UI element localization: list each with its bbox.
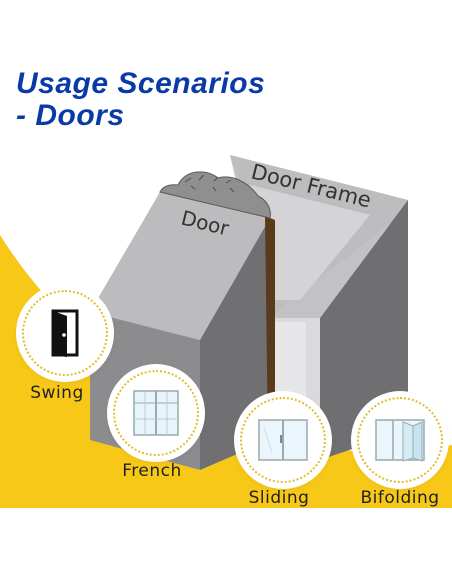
bifolding-label: Bifolding — [360, 488, 440, 508]
title-line-2: - Doors — [16, 99, 125, 132]
sliding-label: Sliding — [248, 488, 310, 508]
swing-label: Swing — [30, 383, 84, 403]
french-door-icon — [133, 390, 179, 436]
sliding-circle — [240, 397, 326, 483]
title-line-1: Usage Scenarios — [16, 67, 266, 100]
bifolding-door-icon — [375, 419, 425, 462]
page-title: Usage Scenarios - Doors — [16, 68, 265, 132]
swing-door-icon — [51, 309, 79, 357]
bottom-strip — [0, 508, 452, 584]
door-frame-block — [230, 155, 408, 460]
bifolding-circle — [357, 397, 443, 483]
french-circle — [113, 370, 199, 456]
sliding-door-icon — [258, 419, 308, 461]
french-label: French — [122, 461, 182, 481]
swing-circle — [22, 290, 108, 376]
